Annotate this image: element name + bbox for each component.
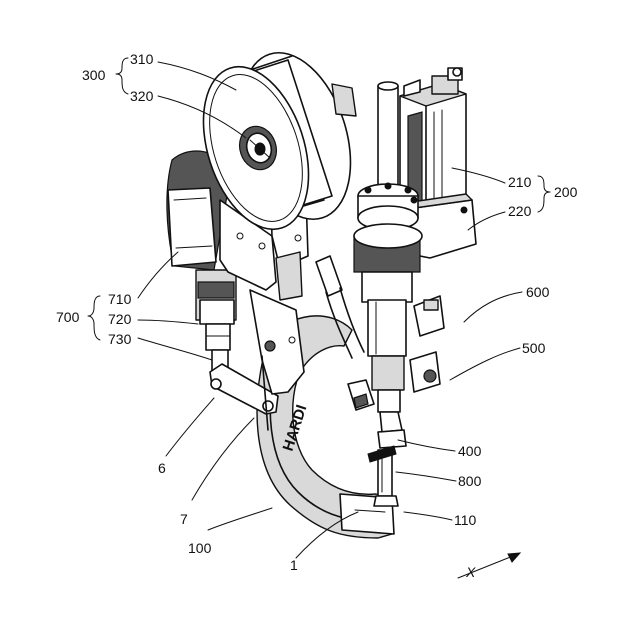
label-700: 700: [56, 309, 80, 325]
label-axis-x: X: [465, 564, 476, 580]
label-210: 210: [508, 174, 532, 190]
label-320: 320: [130, 88, 154, 104]
label-600: 600: [526, 284, 550, 300]
guide-rod: [378, 82, 398, 196]
label-7: 7: [180, 511, 188, 527]
label-800: 800: [458, 473, 482, 489]
label-300: 300: [82, 67, 106, 83]
label-400: 400: [458, 443, 482, 459]
label-720: 720: [108, 311, 132, 327]
label-110: 110: [454, 512, 477, 528]
label-710: 710: [108, 291, 132, 307]
label-730: 730: [108, 331, 132, 347]
label-6: 6: [158, 460, 166, 476]
sensor-600: [414, 296, 444, 336]
label-310: 310: [130, 51, 154, 67]
label-200: 200: [554, 184, 578, 200]
sensor-500: [410, 352, 440, 392]
label-100: 100: [188, 540, 212, 556]
label-220: 220: [508, 203, 532, 219]
label-1: 1: [290, 557, 298, 573]
label-500: 500: [522, 340, 546, 356]
